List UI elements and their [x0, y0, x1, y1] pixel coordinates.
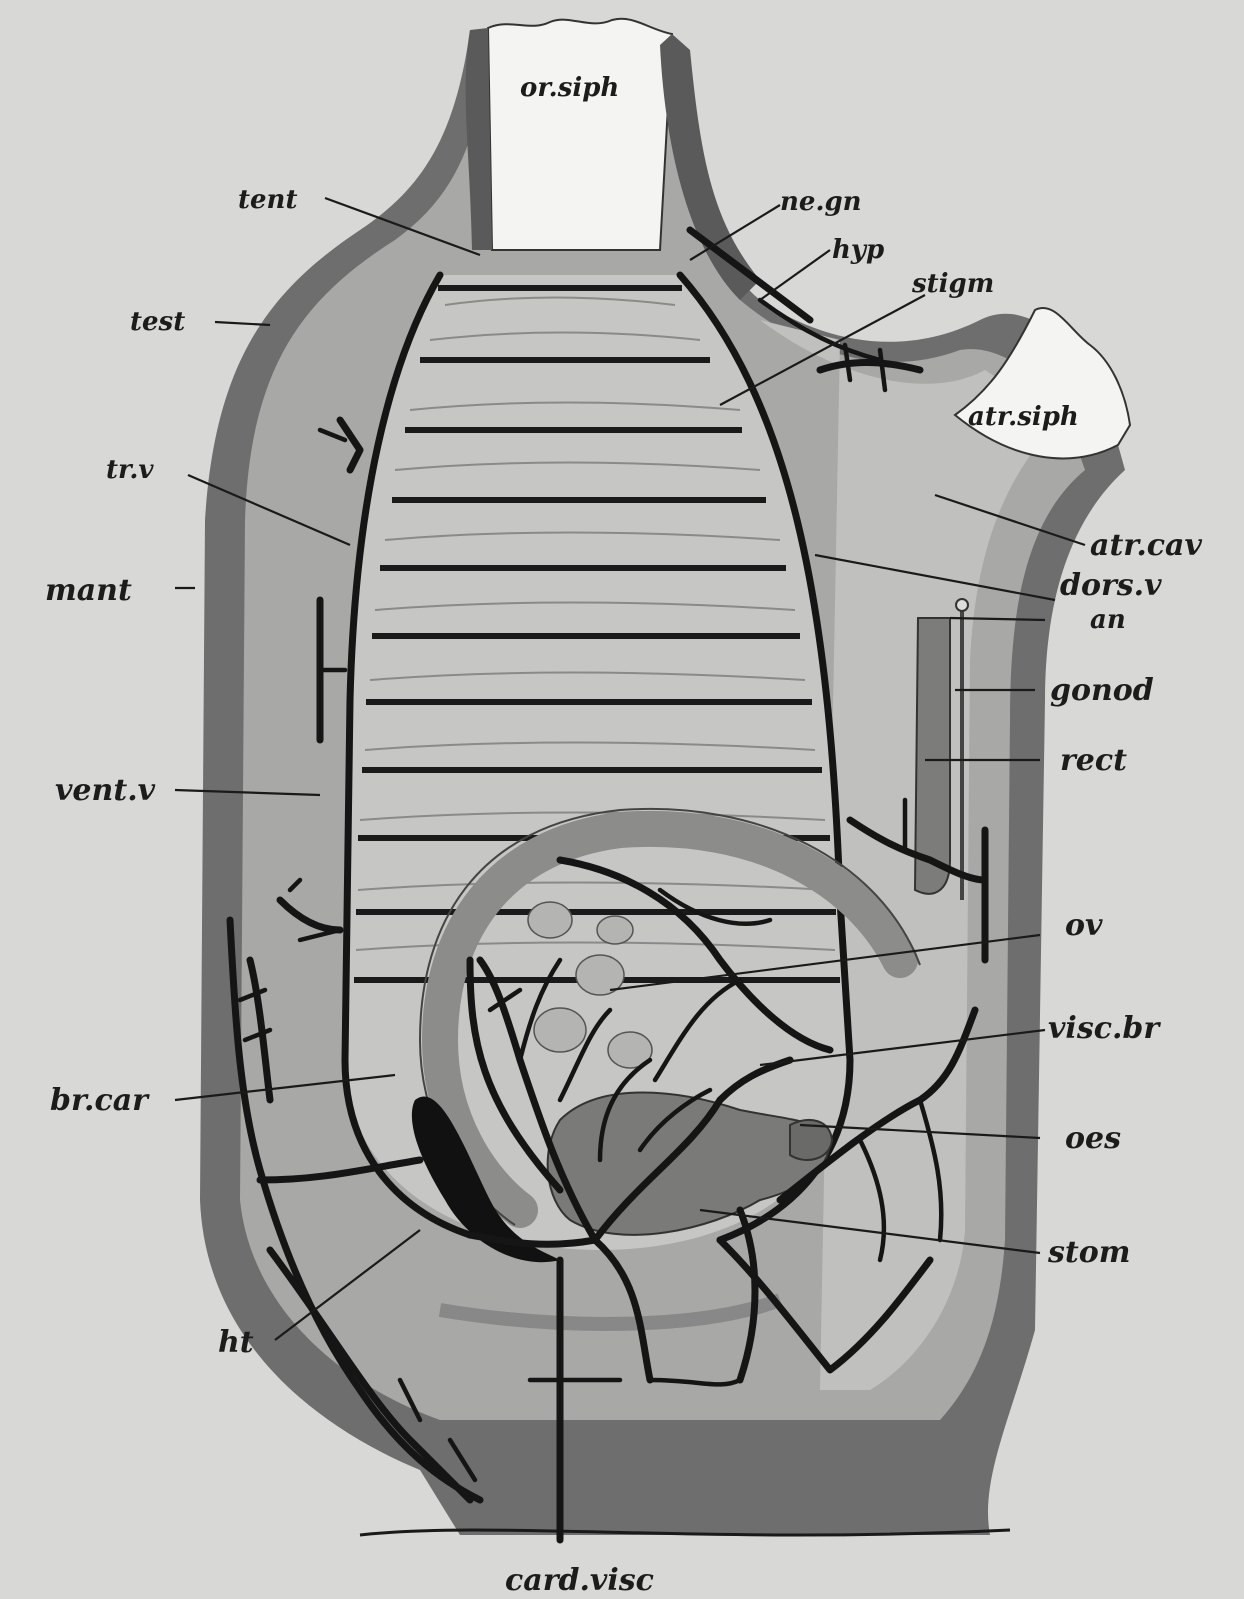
- label-tent: tent: [238, 185, 297, 215]
- label-vent-v: vent.v: [55, 773, 156, 808]
- label-stom: stom: [1047, 1235, 1131, 1270]
- label-ht: ht: [218, 1325, 254, 1360]
- label-visc-br: visc.br: [1048, 1011, 1161, 1046]
- rectum: [915, 618, 950, 894]
- label-rect: rect: [1060, 743, 1127, 778]
- label-tr-v: tr.v: [106, 455, 154, 485]
- label-oes: oes: [1065, 1121, 1121, 1156]
- label-stigm: stigm: [911, 269, 994, 299]
- anus: [956, 599, 968, 611]
- label-atr-cav: atr.cav: [1090, 528, 1202, 563]
- oral-siphon-opening: [488, 19, 672, 250]
- label-br-car: br.car: [50, 1083, 150, 1118]
- label-hyp: hyp: [832, 235, 884, 265]
- label-ov: ov: [1065, 908, 1103, 943]
- label-mant: mant: [45, 573, 132, 608]
- label-an: an: [1090, 605, 1126, 635]
- label-atr-siph: atr.siph: [968, 402, 1079, 432]
- label-or-siph: or.siph: [520, 73, 619, 103]
- label-test: test: [130, 307, 185, 337]
- label-card-visc: card.visc: [505, 1563, 654, 1598]
- label-gonod: gonod: [1050, 673, 1154, 708]
- label-dors-v: dors.v: [1060, 568, 1162, 603]
- label-ne-gn: ne.gn: [780, 187, 862, 217]
